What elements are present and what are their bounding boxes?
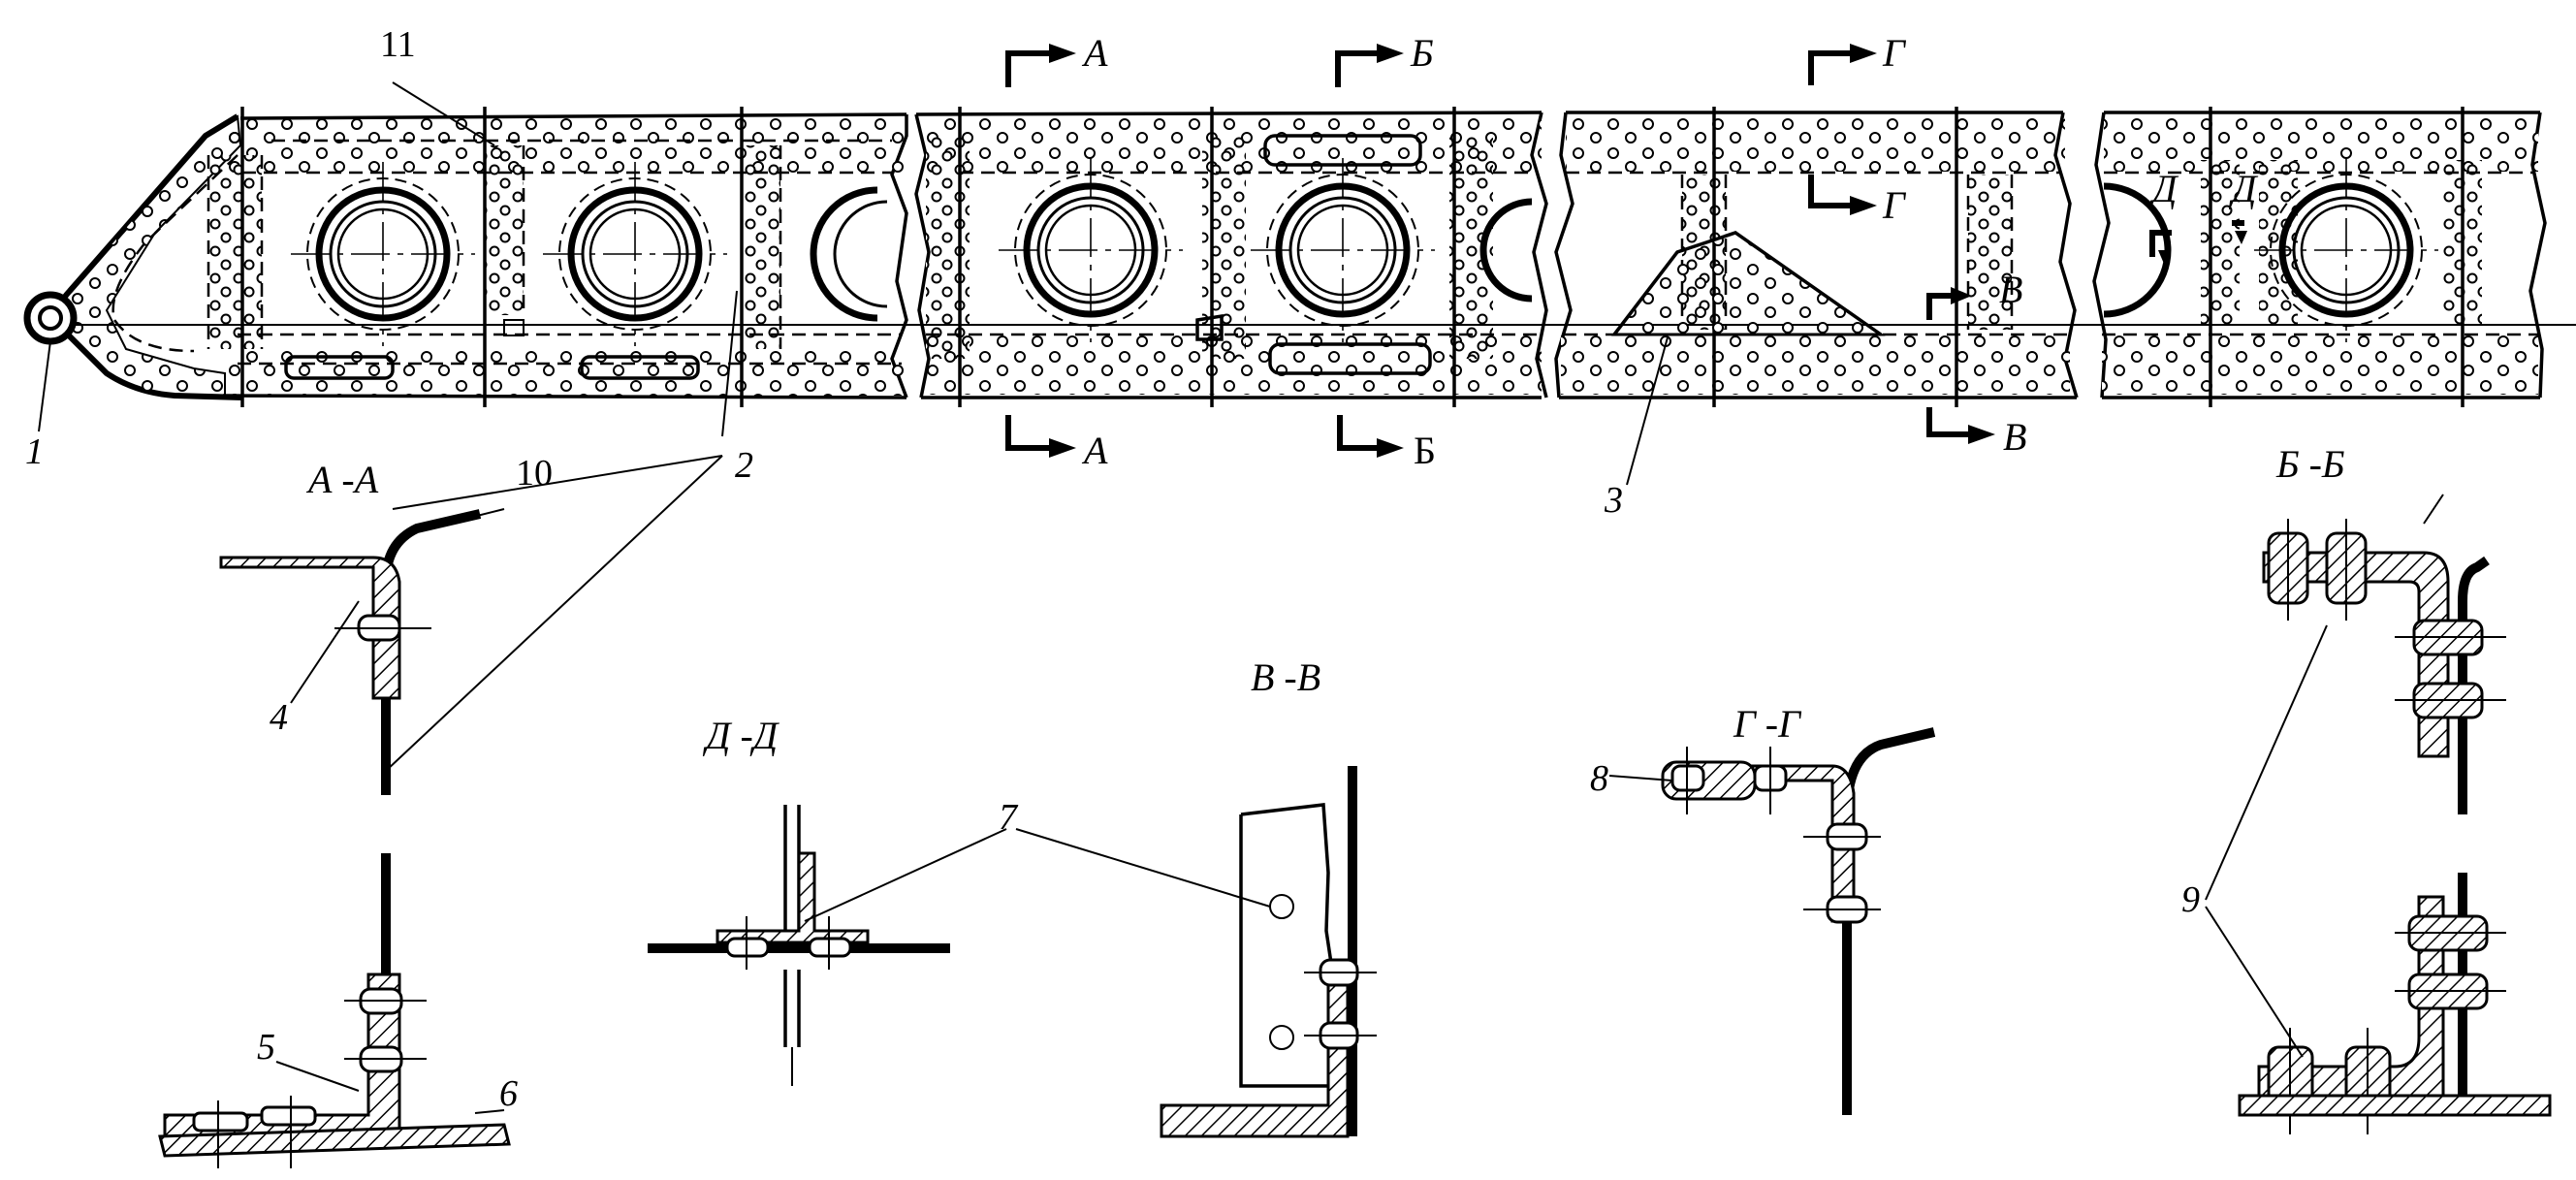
- elevation-strip-3: [1554, 44, 2079, 444]
- part-number-1: 1: [25, 431, 44, 472]
- part-number-3: 3: [1604, 480, 1623, 521]
- mark-g-top: Г: [1882, 31, 1907, 75]
- section-vv: [1160, 766, 1377, 1138]
- part-number-5: 5: [257, 1027, 275, 1068]
- elevation-strip-1: [29, 107, 2576, 407]
- elevation-strip-2: [914, 44, 1548, 458]
- elevation-strip-4: [2092, 107, 2547, 407]
- mark-g-middle: Г: [1882, 183, 1907, 227]
- mark-a-top: А: [1081, 31, 1108, 75]
- title-section-vv: В -В: [1251, 655, 1320, 699]
- leader-lines: [38, 81, 2444, 1114]
- mark-b-top: Б: [1410, 31, 1434, 75]
- part-number-8: 8: [1590, 758, 1608, 799]
- title-section-aa: А -А: [305, 458, 379, 501]
- part-number-9: 9: [2181, 879, 2200, 920]
- mark-v-top: В: [1999, 268, 2022, 311]
- section-gg: [1661, 727, 1936, 1115]
- section-aa: [158, 509, 511, 1168]
- part-number-6: 6: [499, 1073, 518, 1114]
- mark-d-right: Д: [2228, 167, 2259, 210]
- part-number-4: 4: [270, 697, 288, 738]
- section-bb: [2238, 519, 2552, 1134]
- mark-d-left: Д: [2148, 167, 2179, 210]
- mark-v-bottom: В: [2003, 415, 2026, 459]
- title-section-dd: Д -Д: [702, 714, 780, 757]
- part-number-2: 2: [735, 445, 753, 486]
- part-number-7: 7: [999, 797, 1019, 838]
- mark-b-bottom: Б: [1414, 429, 1436, 472]
- mark-a-bottom: А: [1081, 429, 1108, 472]
- section-dd: [648, 805, 950, 1086]
- part-number-10: 10: [516, 453, 553, 494]
- title-section-bb: Б -Б: [2275, 442, 2345, 486]
- title-section-gg: Г -Г: [1733, 702, 1802, 746]
- part-number-11: 11: [380, 24, 416, 65]
- hinge-eye: [23, 291, 78, 345]
